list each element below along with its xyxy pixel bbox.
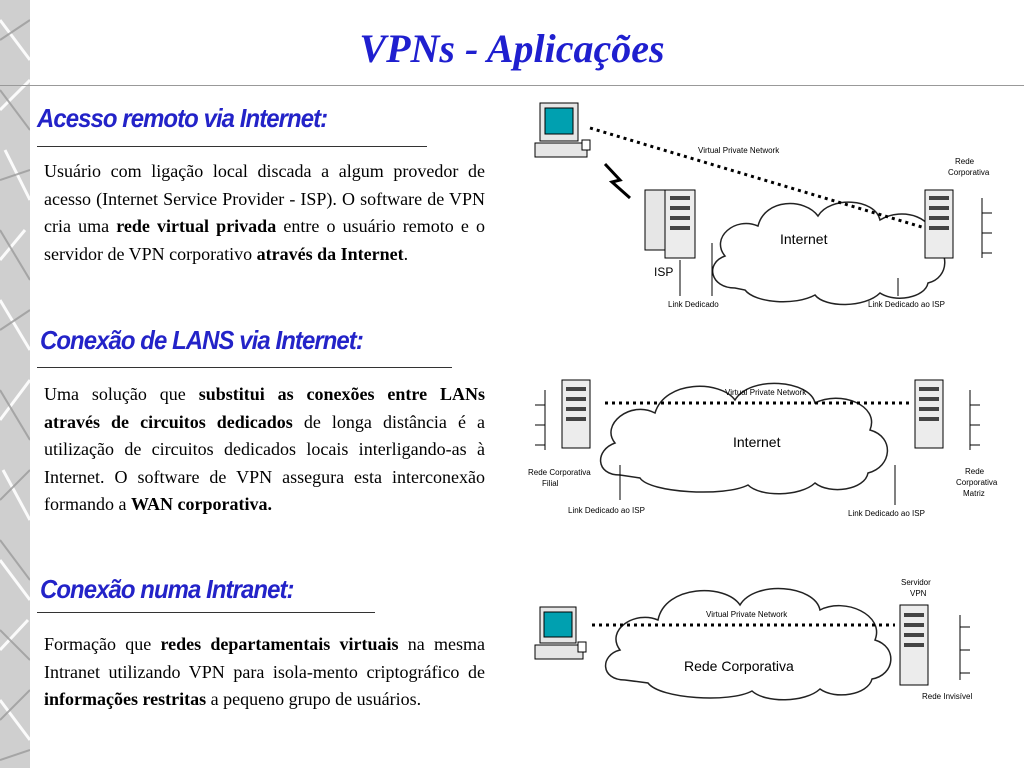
workstation-icon [534,606,587,660]
body-text-run: . [403,243,409,264]
server-label: Servidor [901,578,931,587]
body-text-run: Formação que [44,634,161,654]
heading-underline [37,367,452,368]
lan-connection-diagram: Internet Virtual Private Network Rede Co… [528,379,998,518]
page-title: VPNs - Aplicações [359,26,665,71]
emphasis-text: WAN corporativa. [130,494,272,514]
cloud-label: Rede Corporativa [684,658,794,674]
site-label: Rede [955,157,975,166]
heading-underline [37,146,427,147]
site-label: Filial [542,479,559,488]
emphasis-text: substitui as conexões entre LANs através… [44,384,485,432]
vpn-label: Virtual Private Network [698,146,780,155]
vpn-label: Virtual Private Network [725,388,807,397]
vpn-server-icon [899,604,929,686]
emphasis-text: através da Internet [256,243,404,264]
link-label: Link Dedicado ao ISP [868,300,945,309]
body-text-run: Usuário com ligação local discada a algu… [44,161,485,236]
lan-bus [535,390,546,450]
cloud-label: Internet [733,434,781,450]
corporate-server-icon [924,189,954,259]
section-body-intranet: Formação que redes departamentais virtua… [44,631,485,714]
heading-underline [37,612,375,613]
section-heading-intranet: Conexão numa Intranet: [40,574,294,604]
internet-cloud [599,382,889,495]
body-text-run: Uma solução que [44,384,199,404]
site-label: Corporativa [956,478,998,487]
remote-access-diagram: Internet ISP Rede Corporativa Virtual Pr… [534,102,992,309]
body-text-run: a pequeno grupo de usuários. [206,689,422,709]
hq-server-icon [914,379,944,449]
site-label: Matriz [963,489,985,498]
server-label: VPN [910,589,927,598]
emphasis-text: redes departamentais virtuais [160,634,399,654]
link-label: Link Dedicado [668,300,719,309]
isp-label: ISP [654,265,673,279]
body-text-run: de longa distância é a utilização de cir… [44,411,485,515]
remote-pc-icon [534,102,591,158]
isp-server-icon [644,189,696,259]
body-text-run: na mesma Intranet utilizando VPN para is… [44,634,486,682]
site-label: Corporativa [948,168,990,177]
site-label: Rede [965,467,985,476]
branch-server-icon [561,379,591,449]
invisible-network-label: Rede Invisível [922,692,972,701]
intranet-diagram: Rede Corporativa Virtual Private Network… [534,578,972,701]
emphasis-text: informações restritas [44,689,207,709]
link-label: Link Dedicado ao ISP [848,509,925,518]
lan-bus [969,390,980,450]
title-divider [0,85,1024,86]
section-body-remote-access: Usuário com ligação local discada a algu… [44,158,485,268]
corporate-cloud [604,587,892,701]
section-heading-lan-connection: Conexão de LANS via Internet: [40,325,364,355]
vpn-tunnel-line [589,126,926,230]
dialup-link-icon [603,162,631,200]
link-label: Link Dedicado ao ISP [568,506,645,515]
lan-bus [981,198,992,258]
site-label: Rede Corporativa [528,468,591,477]
body-text-run: entre o usuário remoto e o servidor de V… [44,216,485,264]
internet-cloud [711,201,946,306]
vpn-label: Virtual Private Network [706,610,788,619]
section-body-lan-connection: Uma solução que substitui as conexões en… [44,381,485,519]
marble-border [0,0,30,768]
cloud-label: Internet [780,231,828,247]
emphasis-text: rede virtual privada [116,216,277,236]
lan-bus [959,615,970,680]
section-heading-remote-access: Acesso remoto via Internet: [37,103,328,133]
